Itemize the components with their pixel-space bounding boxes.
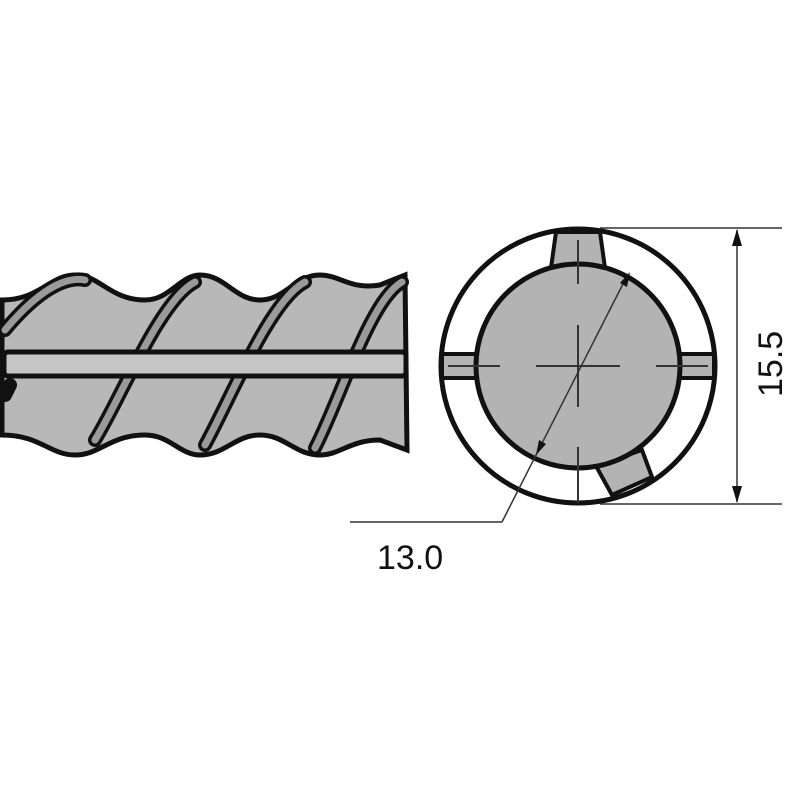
rebar-side-view <box>0 271 410 458</box>
center-lines <box>448 240 708 503</box>
dimension-core <box>350 272 630 523</box>
outer-diameter-label: 15.5 <box>752 331 790 397</box>
core-diameter-label: 13.0 <box>377 539 443 577</box>
longitudinal-rib <box>1 349 409 379</box>
dimension-outer <box>600 227 782 505</box>
rebar-cross-section <box>438 226 718 506</box>
